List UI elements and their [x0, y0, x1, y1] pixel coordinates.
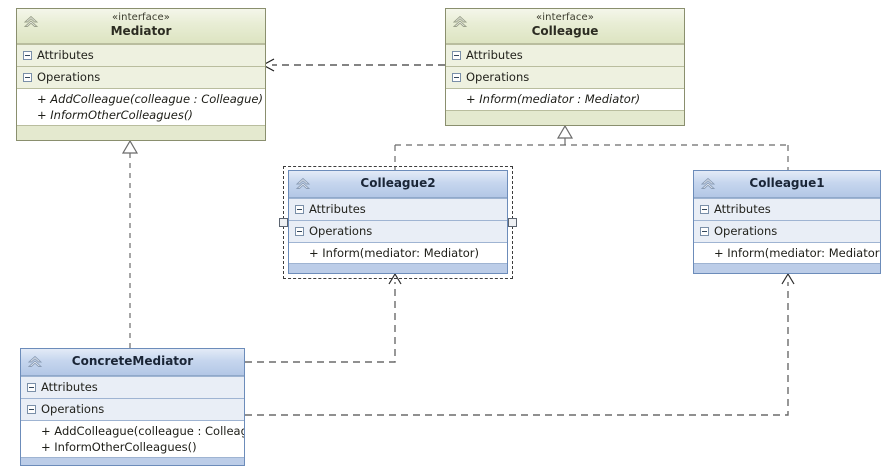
- operation-item[interactable]: + InformOtherColleagues(): [41, 440, 197, 454]
- class-footer: [289, 263, 507, 273]
- operations-list-colleague: + Inform(mediator : Mediator): [446, 88, 684, 110]
- operation-item[interactable]: + Inform(mediator: Mediator): [714, 246, 881, 260]
- operations-list-mediator: + AddColleague(colleague : Colleague) + …: [17, 88, 265, 125]
- minus-box-icon[interactable]: [295, 205, 304, 214]
- connector-colleague-realization-tree: [394, 124, 789, 170]
- double-chevron-up-icon[interactable]: [22, 13, 40, 31]
- operation-item[interactable]: + InformOtherColleagues(): [37, 108, 193, 122]
- operations-label: Operations: [41, 402, 105, 416]
- class-header-mediator: «interface» Mediator: [17, 9, 265, 44]
- class-box-concretemediator[interactable]: ConcreteMediator Attributes Operations +…: [20, 348, 245, 466]
- operations-compartment-concretemediator[interactable]: Operations: [21, 398, 244, 420]
- operation-item[interactable]: + Inform(mediator : Mediator): [466, 92, 641, 106]
- operations-compartment-colleague1[interactable]: Operations: [694, 220, 880, 242]
- operations-label: Operations: [466, 70, 530, 84]
- operations-compartment-colleague[interactable]: Operations: [446, 66, 684, 88]
- attributes-compartment-colleague1[interactable]: Attributes: [694, 198, 880, 220]
- class-box-mediator[interactable]: «interface» Mediator Attributes Operatio…: [16, 8, 266, 141]
- class-name: Colleague: [531, 24, 599, 38]
- class-footer: [17, 125, 265, 140]
- class-name: ConcreteMediator: [71, 354, 194, 368]
- minus-box-icon[interactable]: [23, 51, 32, 60]
- minus-box-icon[interactable]: [27, 383, 36, 392]
- attributes-compartment-colleague[interactable]: Attributes: [446, 44, 684, 66]
- class-footer: [694, 263, 880, 273]
- minus-box-icon[interactable]: [23, 73, 32, 82]
- operations-label: Operations: [309, 224, 373, 238]
- attributes-label: Attributes: [41, 380, 98, 394]
- class-name: Mediator: [110, 24, 172, 38]
- attributes-label: Attributes: [714, 202, 771, 216]
- class-header-colleague2: Colleague2: [289, 171, 507, 198]
- double-chevron-up-icon[interactable]: [294, 175, 312, 193]
- operations-label: Operations: [714, 224, 778, 238]
- attributes-label: Attributes: [37, 48, 94, 62]
- minus-box-icon[interactable]: [700, 205, 709, 214]
- operation-item[interactable]: + Inform(mediator: Mediator): [309, 246, 479, 260]
- class-header-colleague1: Colleague1: [694, 171, 880, 198]
- operation-item[interactable]: + AddColleague(colleague : Colleague): [41, 424, 245, 438]
- operations-compartment-mediator[interactable]: Operations: [17, 66, 265, 88]
- minus-box-icon[interactable]: [452, 51, 461, 60]
- attributes-compartment-mediator[interactable]: Attributes: [17, 44, 265, 66]
- double-chevron-up-icon[interactable]: [26, 353, 44, 371]
- class-box-colleague2[interactable]: Colleague2 Attributes Operations + Infor…: [288, 170, 508, 274]
- connector-concretemediator-realizes-mediator: [121, 139, 139, 348]
- class-footer: [446, 110, 684, 125]
- class-name: Colleague2: [360, 176, 436, 190]
- class-stereotype: «interface»: [112, 12, 170, 23]
- connector-concretemediator-uses-colleague2: [245, 272, 402, 363]
- class-box-colleague[interactable]: «interface» Colleague Attributes Operati…: [445, 8, 685, 126]
- double-chevron-up-icon[interactable]: [699, 175, 717, 193]
- attributes-label: Attributes: [466, 48, 523, 62]
- class-header-concretemediator: ConcreteMediator: [21, 349, 244, 376]
- operations-label: Operations: [37, 70, 101, 84]
- class-footer: [21, 457, 244, 465]
- operations-list-colleague1: + Inform(mediator: Mediator): [694, 242, 880, 263]
- attributes-label: Attributes: [309, 202, 366, 216]
- class-name: Colleague1: [749, 176, 825, 190]
- minus-box-icon[interactable]: [700, 227, 709, 236]
- class-stereotype: «interface»: [536, 12, 594, 23]
- minus-box-icon[interactable]: [295, 227, 304, 236]
- operations-list-concretemediator: + AddColleague(colleague : Colleague) + …: [21, 420, 244, 457]
- operations-compartment-colleague2[interactable]: Operations: [289, 220, 507, 242]
- attributes-compartment-concretemediator[interactable]: Attributes: [21, 376, 244, 398]
- double-chevron-up-icon[interactable]: [451, 13, 469, 31]
- minus-box-icon[interactable]: [452, 73, 461, 82]
- connector-concretemediator-uses-colleague1: [245, 272, 795, 416]
- resize-handle-right[interactable]: [508, 218, 517, 227]
- operations-list-colleague2: + Inform(mediator: Mediator): [289, 242, 507, 263]
- minus-box-icon[interactable]: [27, 405, 36, 414]
- class-header-colleague: «interface» Colleague: [446, 9, 684, 44]
- attributes-compartment-colleague2[interactable]: Attributes: [289, 198, 507, 220]
- operation-item[interactable]: + AddColleague(colleague : Colleague): [37, 92, 263, 106]
- class-box-colleague1[interactable]: Colleague1 Attributes Operations + Infor…: [693, 170, 881, 274]
- connector-colleague-uses-mediator: [261, 58, 445, 72]
- resize-handle-left[interactable]: [279, 218, 288, 227]
